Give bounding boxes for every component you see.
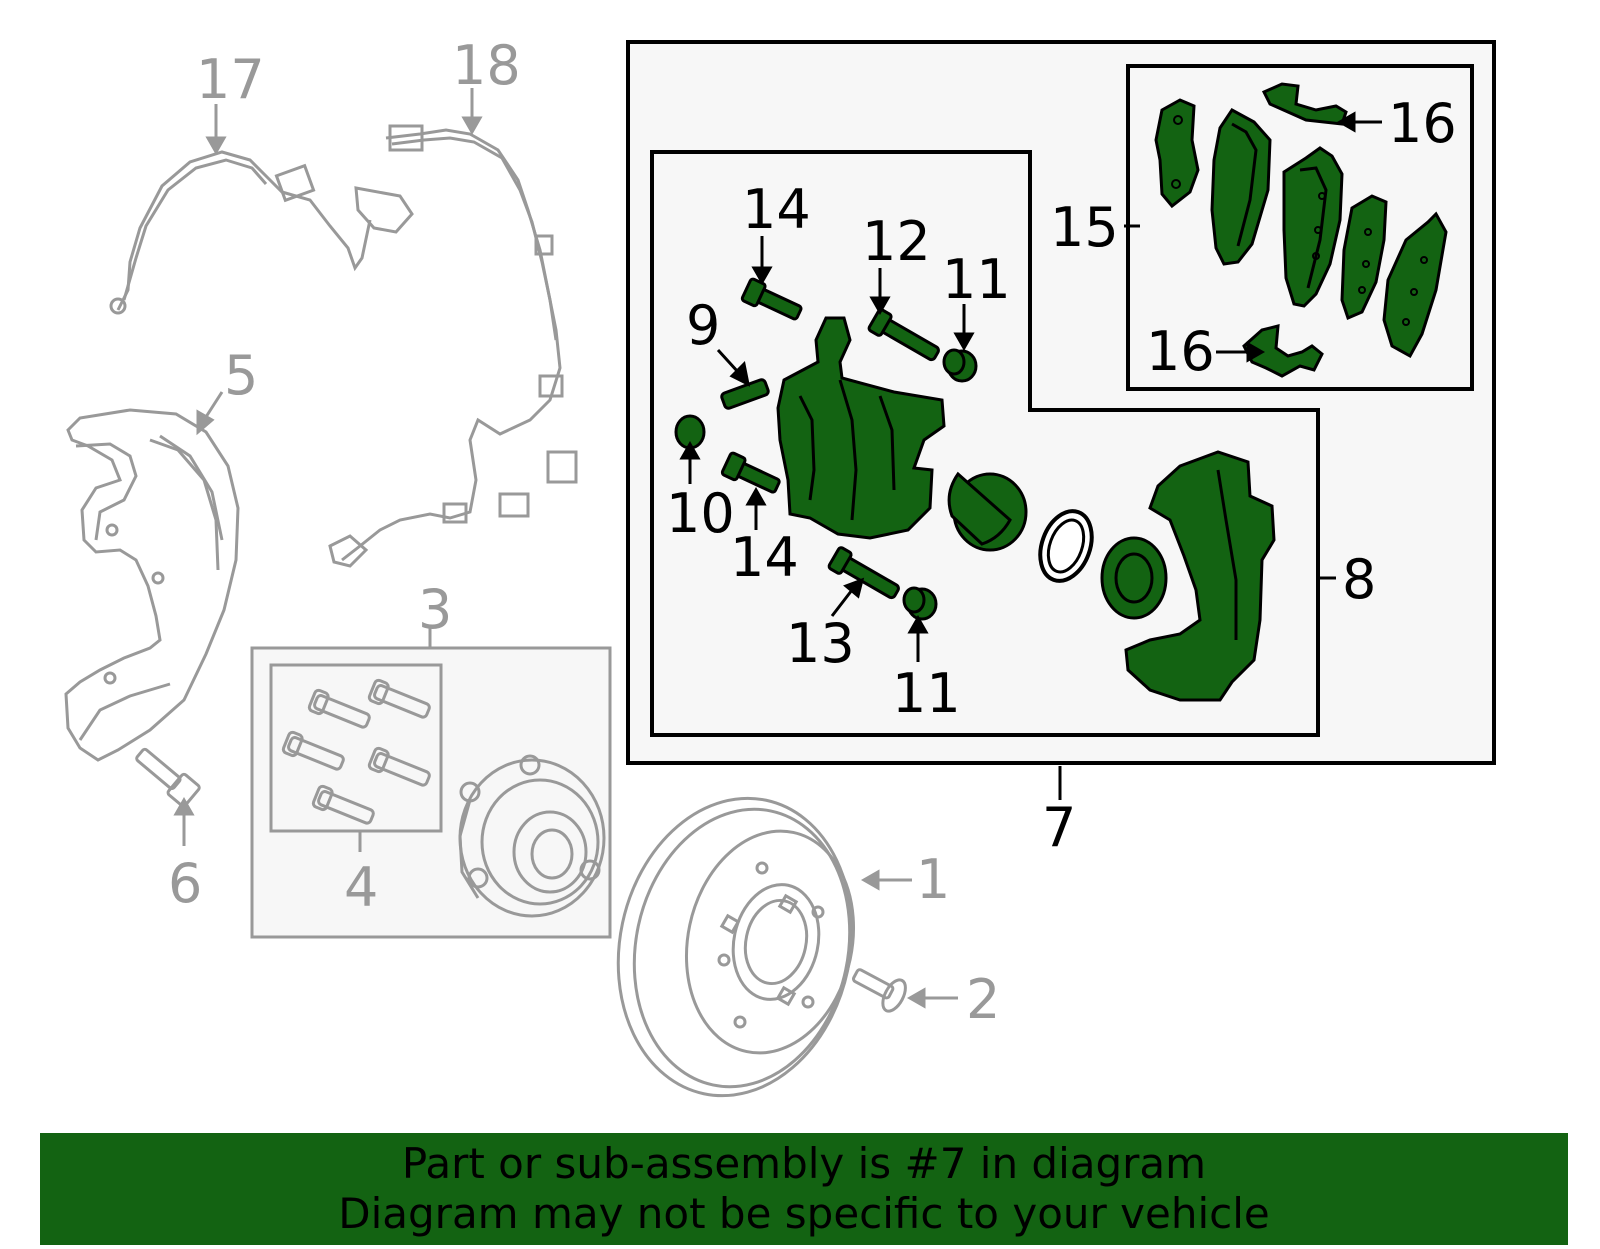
callout-13: 13 (786, 612, 855, 675)
callout-8: 8 (1342, 548, 1376, 611)
pad-shim-inner (1154, 98, 1200, 209)
callout-4: 4 (344, 856, 378, 919)
pad-details (1171, 115, 1428, 326)
highlighted-caliper-parts (674, 82, 1448, 702)
dust-shield-part (64, 408, 240, 762)
callout-18: 18 (452, 34, 521, 97)
callout-labels: 17 18 5 3 4 6 1 2 14 12 11 9 10 14 13 11… (168, 34, 1457, 1031)
grey-context-parts (64, 124, 907, 1098)
callout-6: 6 (168, 852, 202, 915)
callout-2: 2 (966, 968, 1000, 1031)
pad-clip-lower (1242, 324, 1324, 378)
brake-rotor-part (616, 796, 856, 1098)
black-leader-arrows (679, 111, 1382, 800)
callout-10: 10 (666, 482, 735, 545)
rotor-screw-part (852, 968, 907, 1013)
banner-line-1: Part or sub-assembly is #7 in diagram (401, 1139, 1207, 1188)
piston-seal-part (1038, 509, 1094, 583)
pad-shim-outer (1340, 194, 1388, 321)
callout-16-upper: 16 (1388, 92, 1457, 155)
callout-3: 3 (418, 578, 452, 641)
banner-line-2: Diagram may not be specific to your vehi… (338, 1189, 1270, 1238)
callout-1: 1 (916, 848, 950, 911)
assembly-4-box (269, 663, 443, 833)
callout-16-lower: 16 (1146, 320, 1215, 383)
callout-15: 15 (1050, 196, 1119, 259)
callout-11-upper: 11 (942, 248, 1011, 311)
speed-sensor-wire-part (341, 128, 562, 562)
wheel-stud-group (281, 678, 431, 825)
callout-17: 17 (196, 48, 265, 111)
callout-14-lower: 14 (730, 526, 799, 589)
pad-clip-upper (1261, 82, 1348, 126)
brake-pad-outer (1282, 146, 1344, 308)
brake-hose-part (116, 150, 372, 311)
bleeder-screw-9 (720, 378, 770, 410)
grey-leader-arrows (173, 88, 958, 1009)
callout-14-upper: 14 (742, 178, 811, 241)
caliper-housing-part (776, 316, 946, 540)
wheel-hub-part (458, 754, 606, 918)
callout-9: 9 (686, 294, 720, 357)
pad-backing-plate (1382, 211, 1448, 359)
callout-11-lower: 11 (892, 662, 961, 725)
info-banner: Part or sub-assembly is #7 in diagram Di… (40, 1133, 1568, 1245)
callout-12: 12 (862, 210, 931, 273)
callout-7: 7 (1042, 796, 1076, 859)
shield-bolt-part (135, 747, 201, 808)
callout-5: 5 (224, 344, 258, 407)
